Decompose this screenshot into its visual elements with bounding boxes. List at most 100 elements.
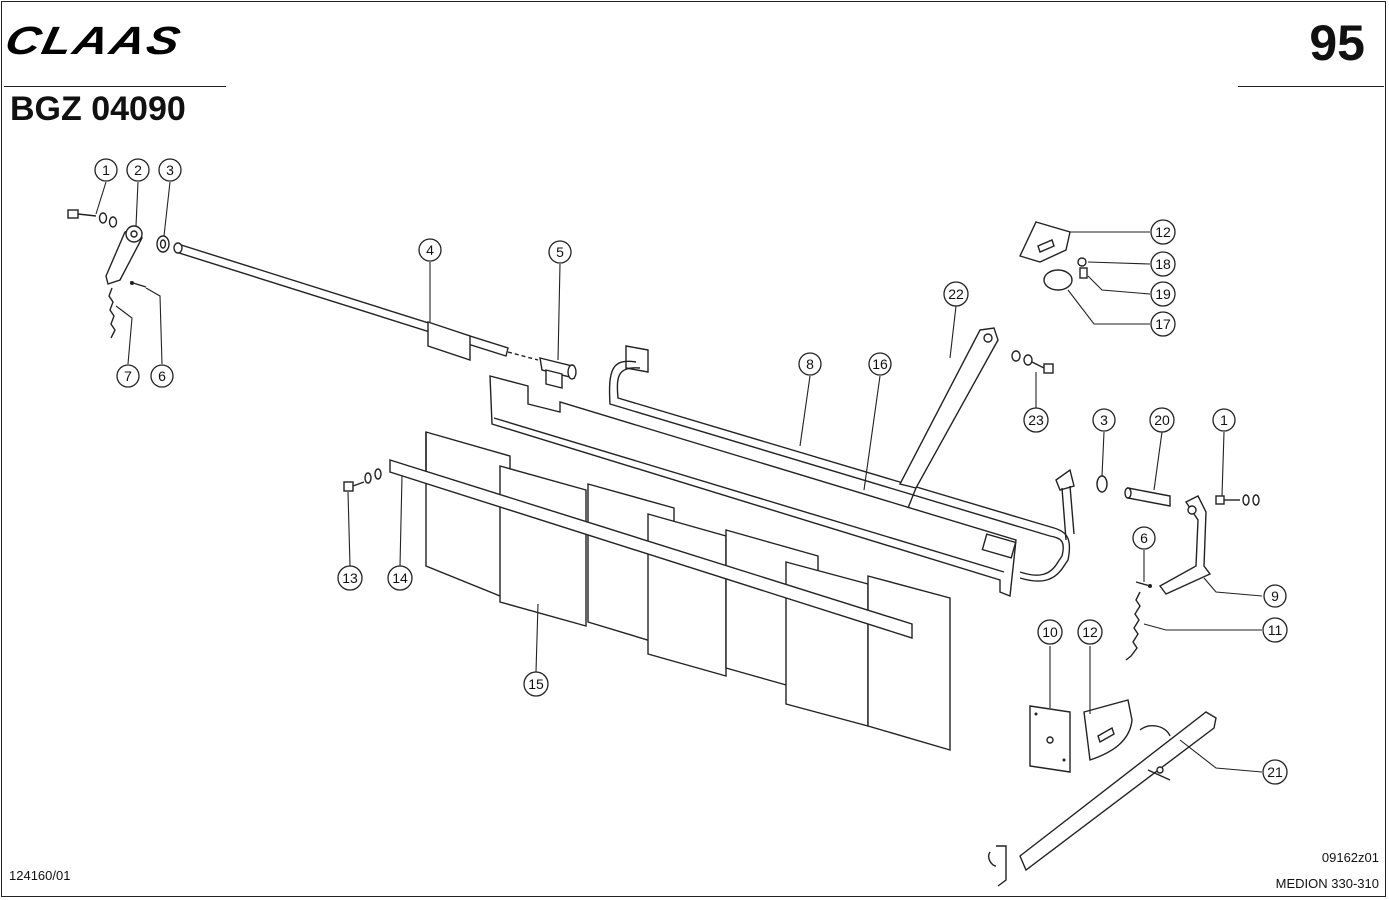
lever-hole	[130, 230, 138, 238]
svg-text:8: 8	[806, 356, 814, 372]
nut-1-right	[1252, 494, 1260, 506]
washer-13a	[364, 472, 372, 484]
bushing-5	[539, 357, 577, 389]
svg-text:21: 21	[1267, 764, 1283, 780]
leader-22	[949, 305, 957, 359]
upper-bracket-slot	[1037, 239, 1055, 253]
svg-text:19: 19	[1155, 286, 1171, 302]
hardware-23	[1011, 350, 1054, 374]
svg-text:5: 5	[556, 244, 564, 260]
callout-15: 15	[523, 671, 549, 697]
svg-text:20: 20	[1154, 412, 1170, 428]
washer-23b	[1023, 354, 1033, 366]
flap-6	[785, 561, 869, 727]
flap-2	[499, 465, 587, 627]
leader-1b	[1221, 431, 1225, 497]
tube-mount-plate	[625, 345, 649, 373]
flap-1	[425, 431, 511, 602]
leader-17	[1067, 289, 1150, 325]
svg-text:23: 23	[1028, 412, 1044, 428]
callout-1b: 1	[1212, 408, 1236, 432]
leader-13	[347, 491, 351, 567]
tube-lower-line	[616, 367, 1055, 529]
callout-4: 4	[418, 238, 442, 262]
machine-model: MEDION 330-310	[1275, 876, 1379, 891]
washer-3-hole	[159, 239, 167, 249]
leader-2	[135, 181, 139, 227]
long-bracket	[1019, 711, 1217, 872]
callout-23: 23	[1023, 407, 1049, 433]
bracket-curl	[1139, 725, 1171, 737]
leader-9	[1203, 577, 1263, 597]
right-lever-group	[1125, 495, 1212, 661]
shaft-end	[173, 242, 183, 254]
tube-bend-outer	[1019, 527, 1071, 582]
upper-bracket-group	[1019, 221, 1088, 291]
leader-7	[115, 305, 133, 365]
plate-12-slot	[1097, 726, 1115, 744]
svg-text:17: 17	[1155, 316, 1171, 332]
mount-clip	[996, 845, 1007, 887]
plate-10-hole	[1046, 736, 1054, 744]
left-hardware	[67, 209, 170, 339]
callout-6b: 6	[1132, 526, 1156, 550]
callout-11: 11	[1262, 617, 1288, 643]
callout-7: 7	[116, 364, 140, 388]
leader-3a	[163, 181, 171, 237]
leader-3b	[1101, 431, 1105, 477]
pin-20-end	[1124, 487, 1132, 499]
callout-19: 19	[1150, 281, 1176, 307]
support-rod	[898, 327, 999, 489]
washer-13b	[374, 468, 382, 480]
svg-text:4: 4	[426, 242, 434, 258]
leader-15	[535, 603, 539, 673]
page-number-rule	[1238, 86, 1384, 87]
callout-17: 17	[1150, 311, 1176, 337]
washer-1-right	[1242, 494, 1250, 506]
bushing-end	[567, 364, 577, 380]
callout-12a: 12	[1150, 219, 1176, 245]
svg-text:12: 12	[1155, 224, 1171, 240]
page-number: 95	[1309, 15, 1365, 71]
svg-text:13: 13	[342, 570, 358, 586]
leader-5	[557, 263, 561, 361]
leader-lines	[95, 181, 1263, 773]
clamp-strip	[389, 459, 913, 639]
split-pin-eye	[130, 281, 134, 285]
support-rod-hole	[983, 333, 993, 343]
chain-right	[1125, 591, 1141, 661]
callout-3a: 3	[158, 158, 182, 182]
plate-10-rivet	[1062, 758, 1066, 762]
callout-2: 2	[126, 158, 150, 182]
bolt-13-head	[343, 481, 354, 492]
right-lever	[1158, 495, 1212, 595]
nut	[108, 216, 118, 228]
shaft-4	[173, 242, 539, 361]
leader-6a	[145, 287, 163, 365]
tube-bend	[1019, 535, 1064, 576]
chain-left	[108, 287, 116, 339]
split-pin-right-eye	[1148, 584, 1152, 588]
callout-16: 16	[868, 352, 892, 376]
drawing-reference: 09162z01	[1321, 850, 1379, 865]
svg-text:12: 12	[1082, 624, 1098, 640]
bushing-plate	[545, 369, 563, 389]
leader-19	[1087, 275, 1151, 295]
bracket-hole	[1156, 766, 1164, 774]
svg-text:18: 18	[1155, 256, 1171, 272]
carrier-plate-16	[489, 375, 1017, 597]
clamp-strip-14	[343, 459, 913, 639]
washer	[98, 212, 108, 224]
mount-clip-hook	[987, 851, 997, 867]
spring-18	[1077, 257, 1087, 267]
svg-text:1: 1	[1220, 412, 1228, 428]
svg-text:10: 10	[1042, 624, 1058, 640]
pin-20	[1127, 487, 1171, 507]
plate-10-rivet	[1034, 712, 1038, 716]
leader-14	[399, 475, 403, 567]
callout-5: 5	[548, 240, 572, 264]
tube-upper-line	[608, 360, 1051, 537]
leader-16	[863, 375, 881, 491]
bracket-21	[987, 711, 1217, 887]
